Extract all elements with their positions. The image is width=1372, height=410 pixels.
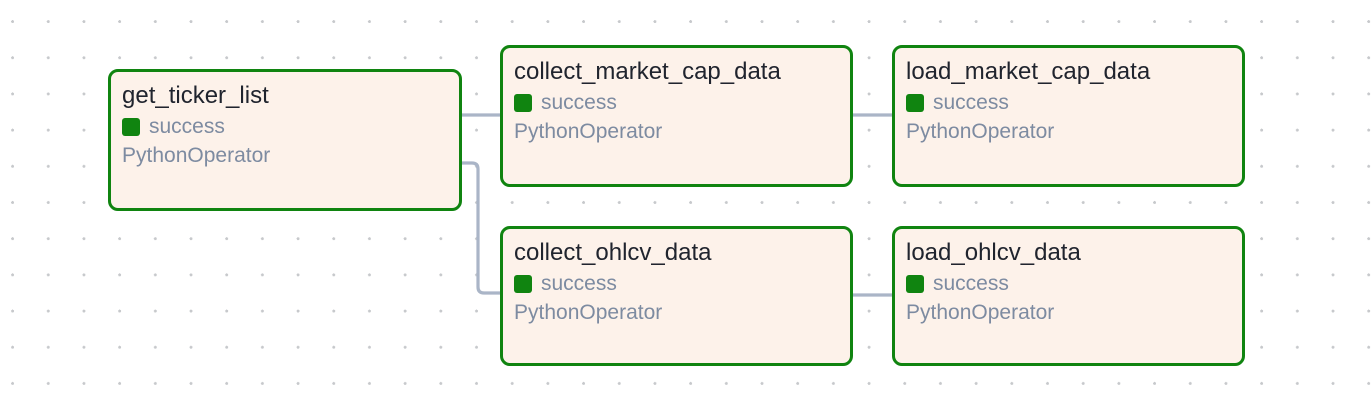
task-node-collect-ohlcv-data[interactable]: collect_ohlcv_data success PythonOperato… bbox=[500, 226, 853, 366]
task-operator-label: PythonOperator bbox=[514, 120, 663, 143]
success-status-icon bbox=[514, 93, 532, 112]
edge-get-ticker-list-to-collect-ohlcv-data bbox=[459, 161, 502, 295]
task-status-label: success bbox=[933, 90, 1009, 114]
task-title: load_ohlcv_data bbox=[906, 239, 1081, 266]
task-operator-label: PythonOperator bbox=[122, 144, 271, 167]
task-title: load_market_cap_data bbox=[906, 58, 1151, 85]
task-status-label: success bbox=[149, 114, 225, 138]
success-status-icon bbox=[906, 93, 924, 112]
task-node-load-ohlcv-data[interactable]: load_ohlcv_data success PythonOperator bbox=[892, 226, 1245, 366]
task-title: collect_market_cap_data bbox=[514, 58, 781, 85]
task-node-load-market-cap-data[interactable]: load_market_cap_data success PythonOpera… bbox=[892, 45, 1245, 187]
task-status-row: success bbox=[514, 88, 839, 117]
task-node-get-ticker-list[interactable]: get_ticker_list success PythonOperator bbox=[108, 69, 462, 211]
task-node-collect-market-cap-data[interactable]: collect_market_cap_data success PythonOp… bbox=[500, 45, 853, 187]
task-title: get_ticker_list bbox=[122, 82, 269, 109]
task-status-row: success bbox=[514, 269, 839, 298]
task-status-label: success bbox=[933, 271, 1009, 295]
task-status-row: success bbox=[906, 88, 1231, 117]
task-operator-label: PythonOperator bbox=[906, 120, 1055, 143]
task-status-label: success bbox=[541, 271, 617, 295]
task-status-label: success bbox=[541, 90, 617, 114]
task-title: collect_ohlcv_data bbox=[514, 239, 712, 266]
task-status-row: success bbox=[906, 269, 1231, 298]
success-status-icon bbox=[906, 274, 924, 293]
task-status-row: success bbox=[122, 112, 448, 141]
task-operator-label: PythonOperator bbox=[514, 301, 663, 324]
success-status-icon bbox=[514, 274, 532, 293]
task-operator-label: PythonOperator bbox=[906, 301, 1055, 324]
success-status-icon bbox=[122, 117, 140, 136]
